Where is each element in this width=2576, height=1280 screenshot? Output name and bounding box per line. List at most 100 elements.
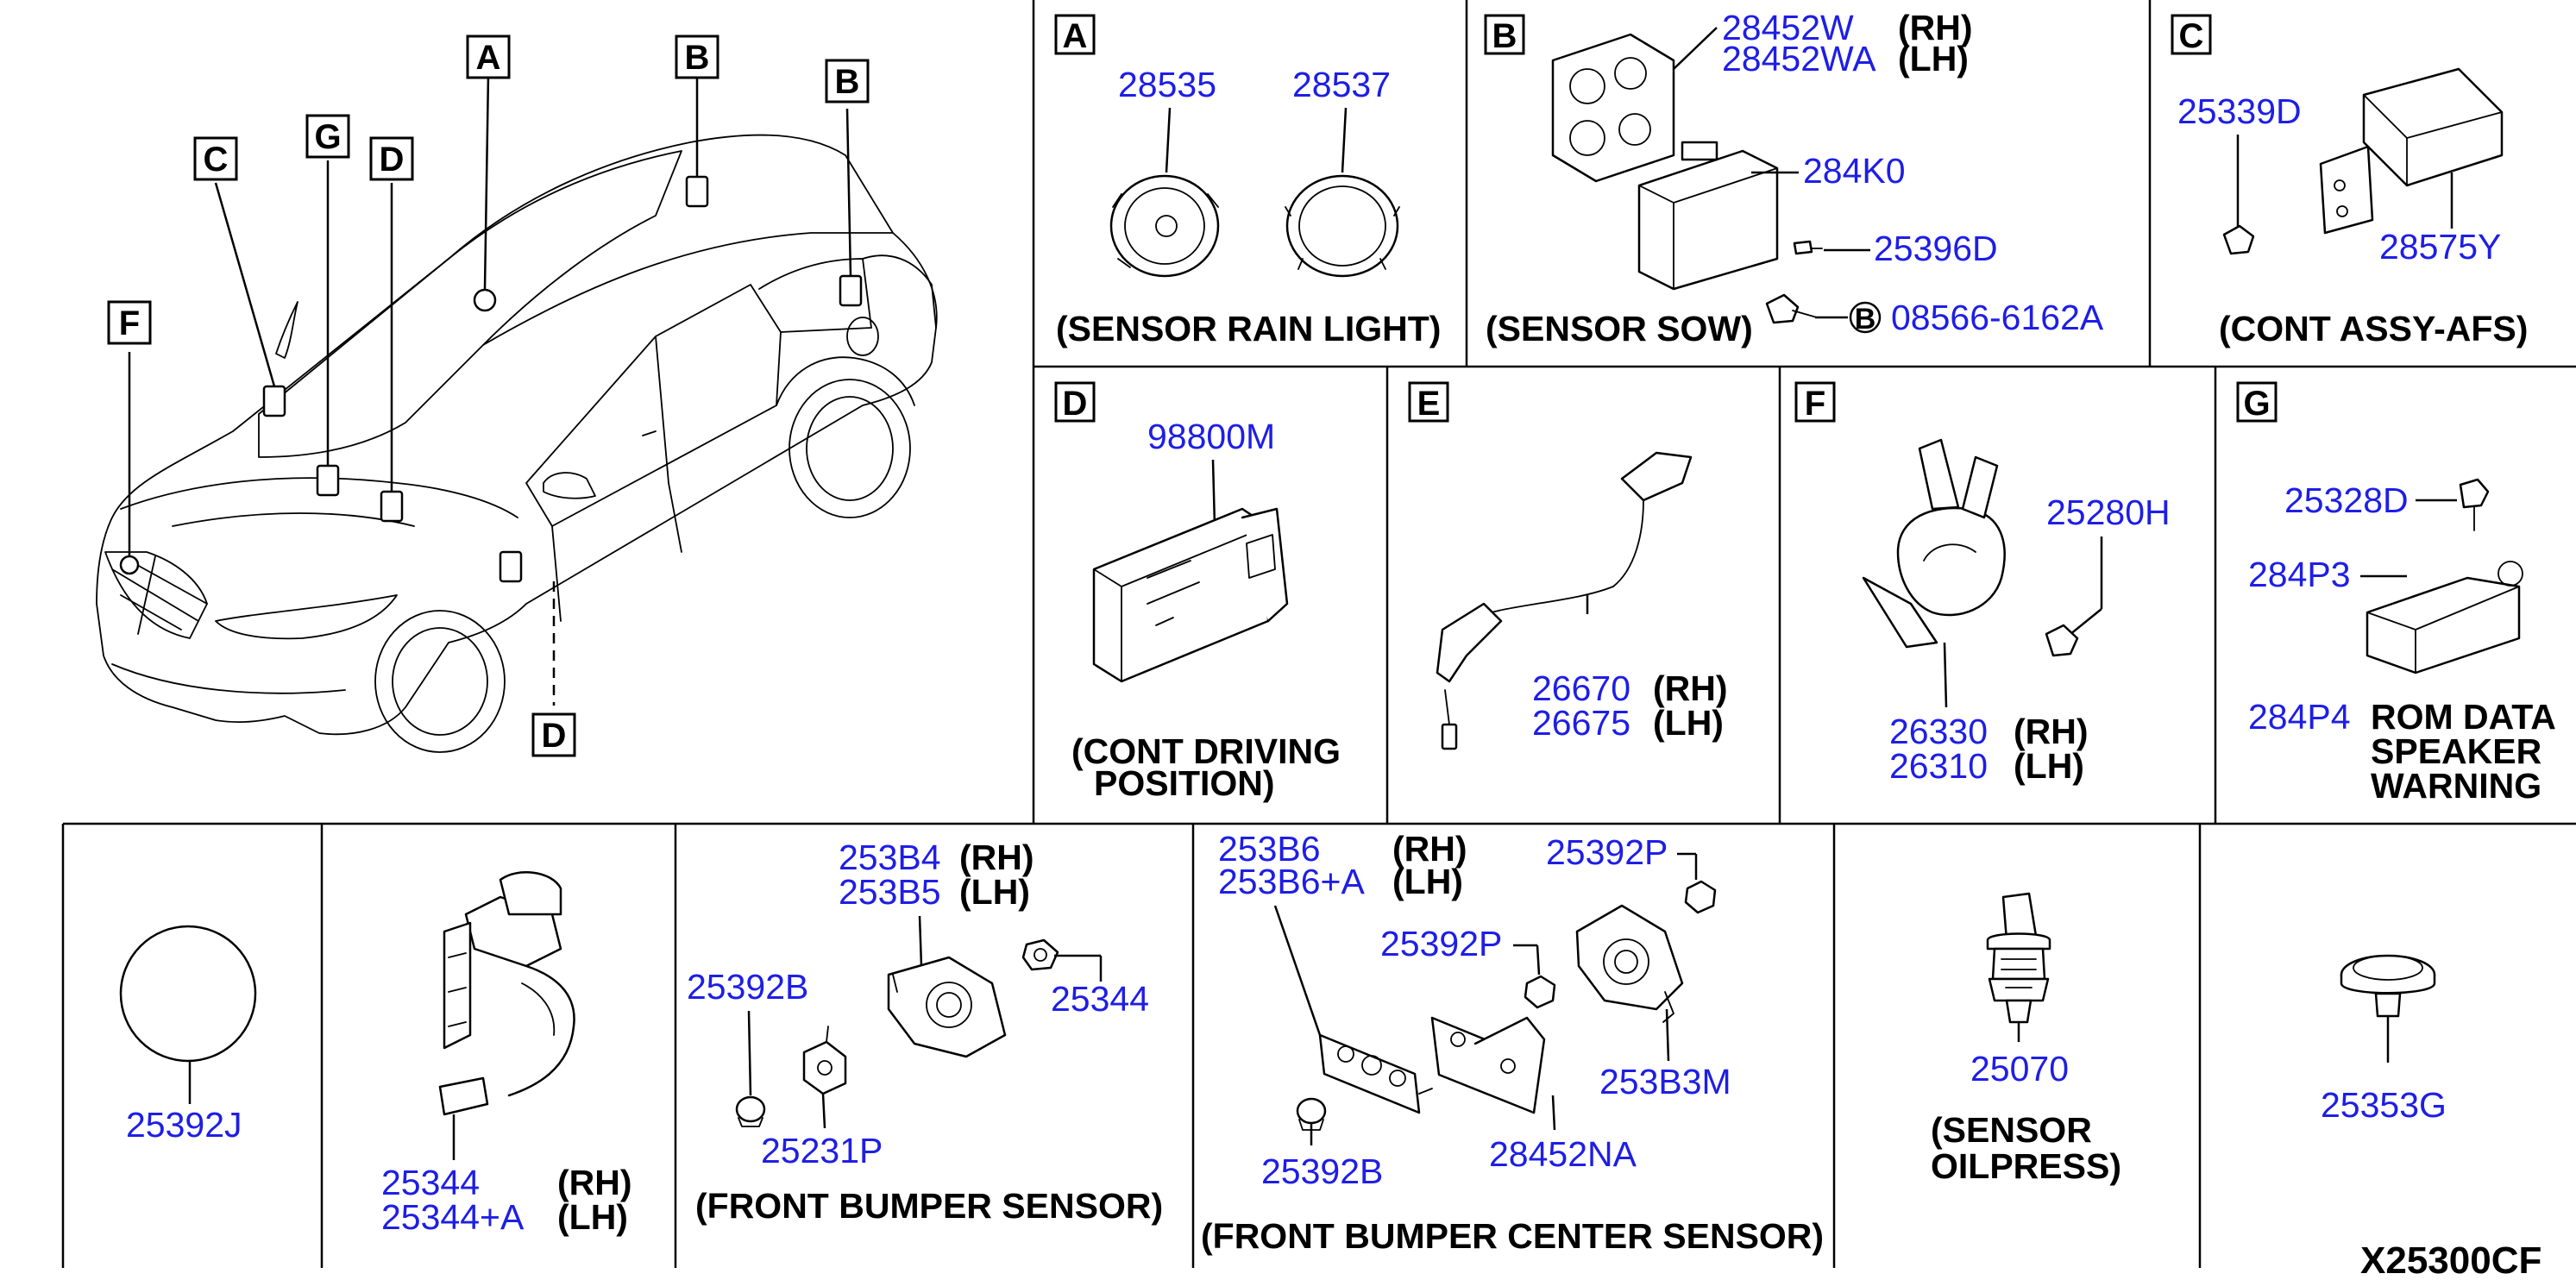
harness-sensor-drawing bbox=[1436, 451, 1693, 750]
section-g-caption-line3: WARNING bbox=[2371, 766, 2541, 806]
part-28535: 28535 bbox=[1118, 65, 1216, 104]
panel3-side-rh: (RH) bbox=[959, 838, 1034, 877]
part-28537: 28537 bbox=[1292, 65, 1391, 104]
overview-marker-d2: D bbox=[531, 712, 576, 757]
afs-control-drawing bbox=[2319, 67, 2504, 235]
section-g-caption-line1: ROM DATA bbox=[2371, 697, 2556, 737]
driving-position-control-drawing bbox=[1092, 507, 1289, 683]
section-f-side-rh: (RH) bbox=[2014, 712, 2089, 751]
svg-text:D: D bbox=[542, 717, 567, 755]
section-d-caption-line2: POSITION) bbox=[1094, 763, 1275, 803]
section-f-letter: F bbox=[1805, 385, 1825, 423]
panel4-side-rh: (RH) bbox=[1392, 829, 1467, 869]
svg-text:C: C bbox=[204, 141, 229, 179]
side-rh: (RH) bbox=[1898, 8, 1973, 47]
diagram-code: X25300CF bbox=[2360, 1239, 2541, 1280]
panel5-caption-line1: (SENSOR bbox=[1931, 1110, 2092, 1150]
part-26670: 26670 bbox=[1532, 668, 1630, 708]
warning-speaker-drawing bbox=[2366, 561, 2523, 675]
section-g-letter: G bbox=[2243, 385, 2270, 423]
section-e-side-rh: (RH) bbox=[1653, 668, 1728, 708]
part-25392j: 25392J bbox=[126, 1105, 242, 1145]
vehicle-overview: A B B C G D F D bbox=[96, 35, 938, 757]
bottom-panel-3: 253B4 253B5 (RH) (LH) 25344 25392B bbox=[687, 838, 1163, 1226]
bolt-drawing bbox=[1765, 293, 1818, 324]
section-d: D 98800M (CONT DRIVING POSITION) bbox=[1054, 381, 1341, 803]
part-26330: 26330 bbox=[1889, 712, 1988, 751]
part-284p4: 284P4 bbox=[2248, 697, 2351, 737]
part-25339d: 25339D bbox=[2177, 91, 2302, 131]
overview-marker-a: A bbox=[466, 35, 511, 79]
sow-sensor-drawing bbox=[1637, 141, 1779, 291]
part-284k0: 284K0 bbox=[1803, 151, 1906, 191]
afs-screw-drawing bbox=[2222, 224, 2255, 255]
center-mount-drawing bbox=[1430, 1016, 1546, 1114]
part-28452wa: 28452WA bbox=[1722, 39, 1876, 78]
part-253b5: 253B5 bbox=[839, 872, 941, 912]
section-e-letter: E bbox=[1417, 385, 1441, 423]
part-28452na: 28452NA bbox=[1489, 1134, 1637, 1174]
section-d-letter: D bbox=[1063, 385, 1088, 423]
center-nut-b-drawing bbox=[1524, 975, 1556, 1009]
section-a: A 28535 28537 (SENSOR RAIN LIGHT) bbox=[1054, 14, 1441, 348]
center-nut-a-drawing bbox=[1684, 880, 1717, 914]
ref-marker-b: B bbox=[1855, 303, 1876, 336]
section-d-caption-line1: (CONT DRIVING bbox=[1071, 731, 1341, 771]
part-26675: 26675 bbox=[1532, 703, 1630, 743]
part-253b6-a: 253B6+A bbox=[1218, 862, 1365, 901]
section-e-side-lh: (LH) bbox=[1653, 703, 1724, 743]
svg-text:B: B bbox=[835, 63, 860, 101]
bottom-panel-5: 25070 (SENSOR OILPRESS) bbox=[1931, 892, 2121, 1186]
overview-marker-b2: B bbox=[825, 59, 870, 104]
part-25070: 25070 bbox=[1970, 1049, 2069, 1089]
part-25344-nut: 25344 bbox=[1051, 979, 1149, 1019]
part-25392p-a: 25392P bbox=[1546, 832, 1668, 872]
part-25392p-b: 25392P bbox=[1380, 924, 1502, 963]
panel2-side-rh: (RH) bbox=[557, 1163, 632, 1202]
plug-25392j-drawing bbox=[119, 925, 257, 1063]
section-c: C 25339D 28575Y (CONT ASSY-AFS) bbox=[2171, 14, 2528, 348]
section-g-caption-line2: SPEAKER bbox=[2371, 731, 2541, 771]
part-26310: 26310 bbox=[1889, 746, 1988, 786]
grommet-drawing bbox=[2340, 954, 2436, 1018]
center-bracket-drawing bbox=[1318, 1033, 1433, 1114]
part-98800m: 98800M bbox=[1147, 417, 1275, 456]
svg-text:F: F bbox=[119, 304, 140, 342]
section-f-side-lh: (LH) bbox=[2014, 746, 2084, 786]
bottom-panel-2: 25344 25344+A (RH) (LH) bbox=[381, 871, 632, 1237]
bumper-retainer-drawing bbox=[802, 1026, 847, 1095]
panel2-side-lh: (LH) bbox=[557, 1197, 628, 1237]
svg-text:B: B bbox=[685, 39, 710, 77]
part-08566-6162a: 08566-6162A bbox=[1891, 298, 2104, 337]
side-lh: (LH) bbox=[1898, 39, 1969, 78]
part-25392b-center: 25392B bbox=[1261, 1151, 1383, 1191]
panel3-side-lh: (LH) bbox=[959, 872, 1030, 912]
part-25231p: 25231P bbox=[761, 1131, 883, 1170]
sensor-harness-drawing bbox=[438, 871, 575, 1160]
section-c-caption: (CONT ASSY-AFS) bbox=[2219, 309, 2528, 348]
bumper-sensor-drawing bbox=[887, 956, 1007, 1058]
part-284p3: 284P3 bbox=[2248, 555, 2351, 594]
rain-light-sensor-drawing bbox=[1109, 174, 1220, 278]
bottom-panel-4: 253B6 253B6+A (RH) (LH) 25392P 25392P bbox=[1201, 829, 1824, 1256]
bottom-panel-1: 25392J bbox=[119, 925, 257, 1145]
part-25280h: 25280H bbox=[2046, 493, 2171, 532]
bumper-nut-drawing bbox=[1021, 938, 1059, 971]
section-g: G 25328D 284P3 284P4 ROM DATA SPEAKER WA… bbox=[2236, 381, 2556, 806]
oil-pressure-sensor-drawing bbox=[1986, 892, 2051, 1024]
bottom-panel-6: 25353G bbox=[2321, 954, 2447, 1125]
part-253b6: 253B6 bbox=[1218, 829, 1321, 869]
part-25353g: 25353G bbox=[2321, 1085, 2447, 1125]
panel5-caption-line2: OILPRESS) bbox=[1931, 1146, 2121, 1186]
sow-bracket-drawing bbox=[1551, 33, 1675, 183]
part-25344-a: 25344+A bbox=[381, 1197, 525, 1237]
overview-marker-f: F bbox=[107, 300, 152, 345]
part-25396d: 25396D bbox=[1874, 229, 1998, 268]
part-25392b: 25392B bbox=[687, 967, 808, 1007]
speaker-bolt-drawing bbox=[2459, 478, 2490, 531]
screw-small-drawing bbox=[1793, 240, 1823, 255]
section-a-caption: (SENSOR RAIN LIGHT) bbox=[1056, 309, 1441, 348]
section-e: E 26670 26675 (RH) (LH) bbox=[1408, 381, 1728, 750]
panel3-caption: (FRONT BUMPER SENSOR) bbox=[695, 1186, 1163, 1226]
